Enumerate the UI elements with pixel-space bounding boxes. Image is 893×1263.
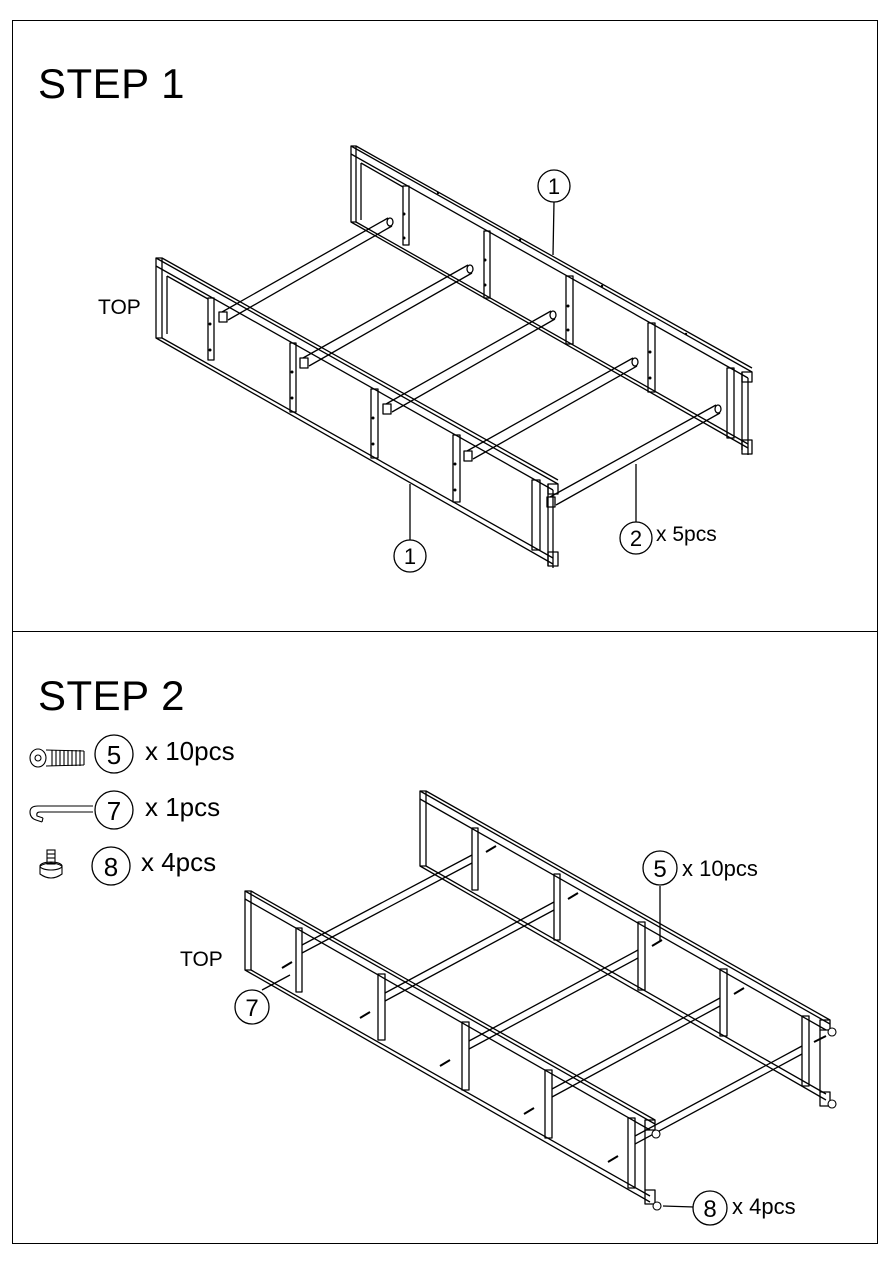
- hardware-7-callout: [94, 790, 134, 830]
- step2-callout-8-number: 8: [703, 1196, 716, 1223]
- step2-callout-7-number: 7: [245, 995, 258, 1022]
- step2-back-frame: [419, 790, 831, 1107]
- step2-callout-5: [642, 850, 678, 886]
- step-divider: [12, 631, 878, 632]
- hardware-list: 5 x 10pcs 7 x 1pcs 8 x 4pcs: [29, 734, 235, 886]
- callout-1-back: [537, 169, 571, 203]
- hardware-8-callout: [91, 846, 131, 886]
- callout-1-front: [393, 539, 427, 573]
- step2-front-frame: [244, 890, 656, 1205]
- step2-callout-7: [234, 989, 270, 1025]
- callout-2-number: 2: [630, 526, 642, 551]
- allen-key-icon: [29, 805, 93, 823]
- callout-1-front-number: 1: [404, 544, 416, 569]
- hardware-8-quantity: x 4pcs: [141, 847, 216, 877]
- step2-feet: [651, 1027, 837, 1211]
- step1-callouts: 1 1 2 x 5pcs: [393, 169, 717, 573]
- hardware-5-number: 5: [107, 740, 121, 770]
- step1-rods: [218, 217, 722, 508]
- step2-callout-8-quantity: x 4pcs: [732, 1194, 796, 1219]
- hardware-8-number: 8: [104, 852, 118, 882]
- step2-callout-8: [692, 1190, 728, 1226]
- step1-title: STEP 1: [38, 60, 185, 107]
- hardware-5-quantity: x 10pcs: [145, 736, 235, 766]
- hardware-7-quantity: x 1pcs: [145, 792, 220, 822]
- page-border: [12, 20, 878, 1244]
- step2-callout-5-number: 5: [653, 856, 666, 883]
- step1-holes: [208, 191, 688, 492]
- leveler-foot-icon: [39, 849, 63, 879]
- step1-top-label: TOP: [98, 296, 141, 319]
- hardware-7-number: 7: [107, 796, 121, 826]
- callout-2: [619, 521, 653, 555]
- step2-callouts: 5 x 10pcs 7 8 x 4pcs: [234, 850, 796, 1226]
- step2-title: STEP 2: [38, 672, 185, 719]
- step2-top-label: TOP: [180, 948, 223, 971]
- step2-rods: [301, 854, 803, 1145]
- callout-2-quantity: x 5pcs: [656, 523, 717, 546]
- step2-callout-5-quantity: x 10pcs: [682, 856, 758, 881]
- callout-1-back-number: 1: [548, 174, 560, 199]
- step2-bolts: [281, 845, 827, 1163]
- step1-back-frame: [350, 145, 753, 455]
- bolt-icon: [29, 748, 85, 768]
- hardware-5-callout: [94, 734, 134, 774]
- step1-front-frame: [155, 257, 559, 568]
